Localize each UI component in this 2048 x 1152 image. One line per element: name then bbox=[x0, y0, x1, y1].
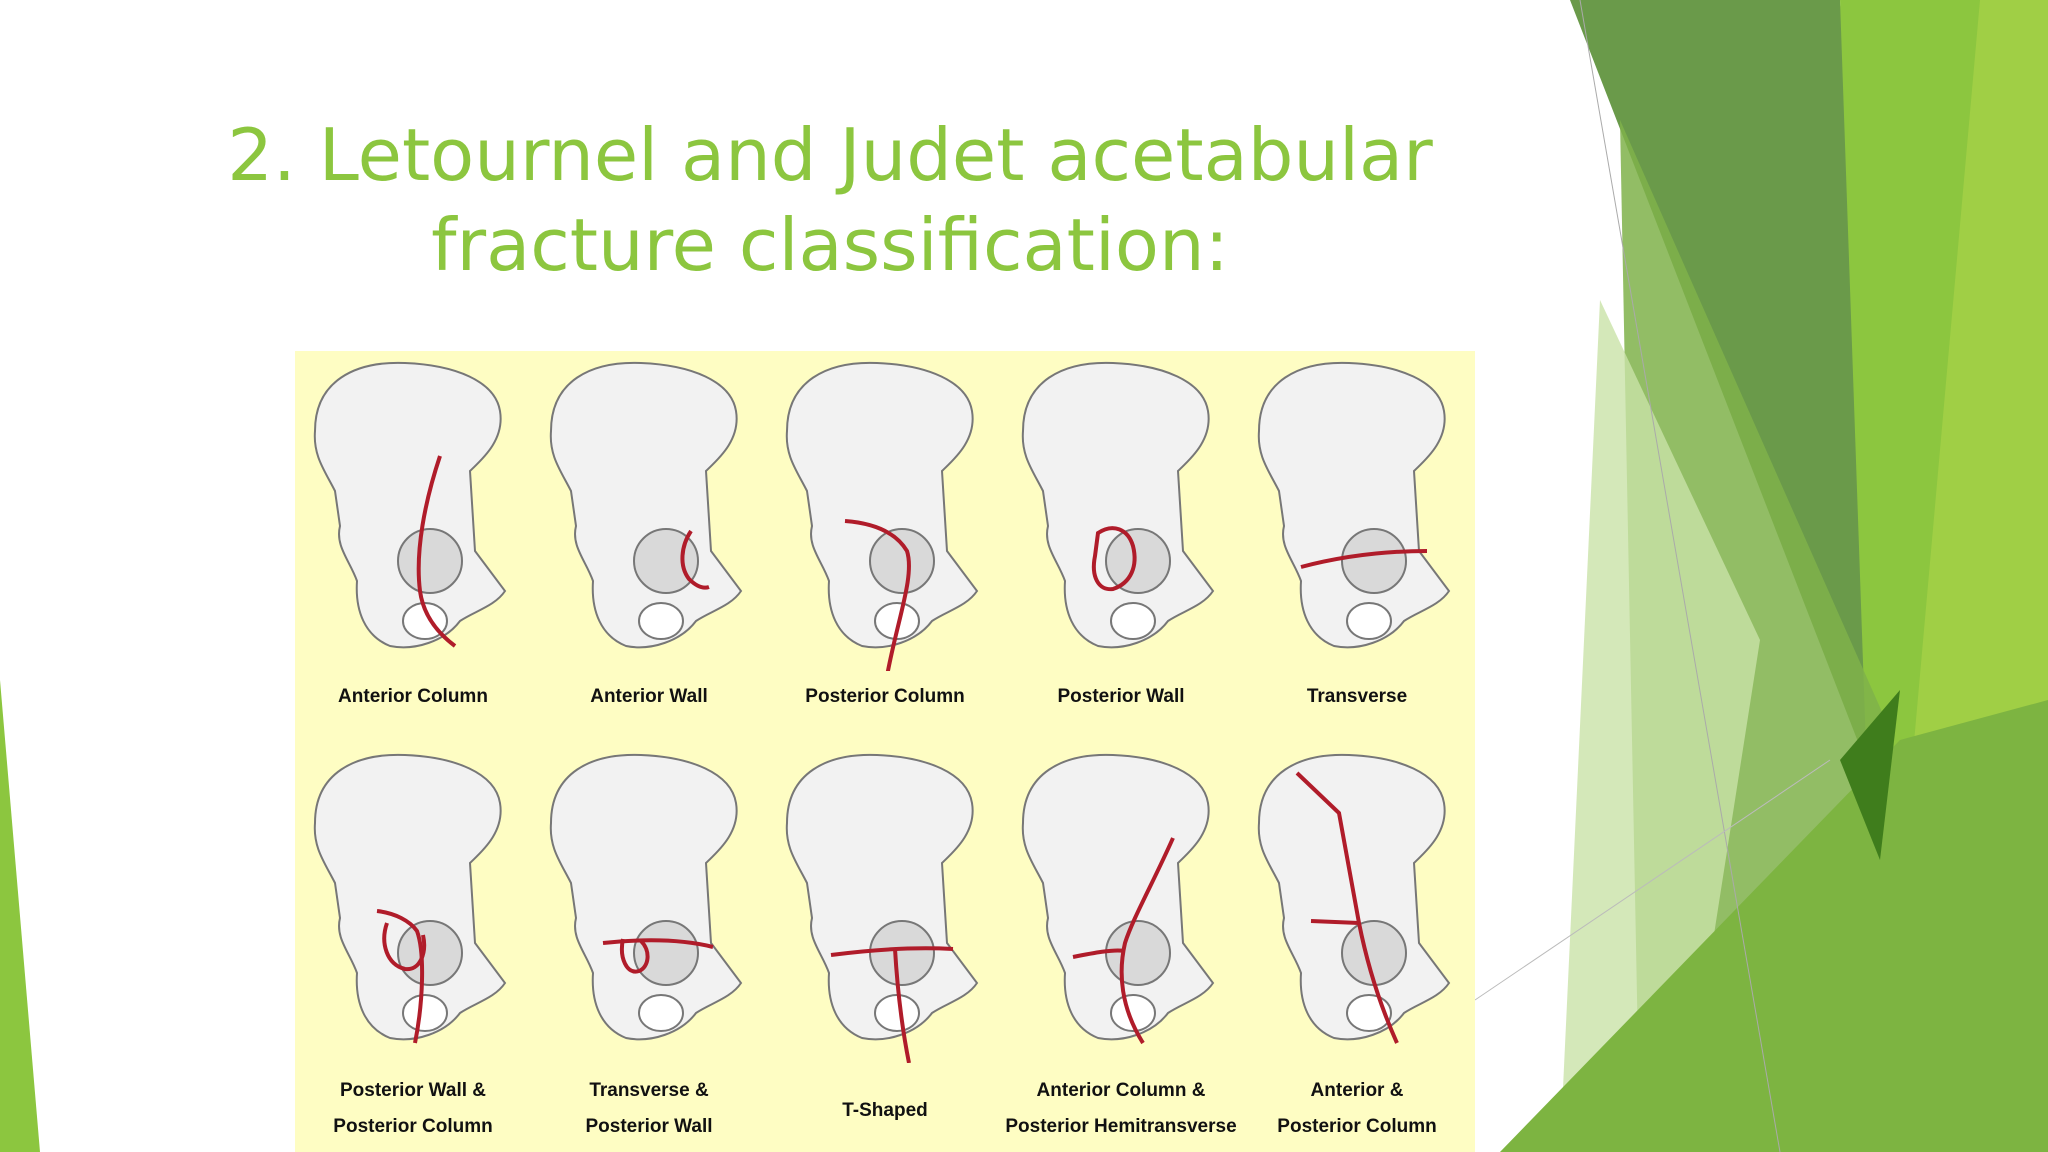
fracture-line bbox=[1311, 921, 1359, 923]
left-green-sliver bbox=[0, 680, 40, 1152]
fracture-classification-figure: Anterior Column Anterior Wall Posterior … bbox=[295, 351, 1475, 1152]
pelvis-illustration bbox=[295, 743, 531, 1063]
diagram-label: T-Shaped bbox=[767, 1093, 1003, 1129]
pelvis-illustration bbox=[1003, 351, 1239, 671]
slide-title: 2. Letournel and Judet acetabular fractu… bbox=[180, 110, 1480, 290]
slide-title-line-1: 2. Letournel and Judet acetabular bbox=[180, 110, 1480, 200]
pelvis-illustration bbox=[1239, 351, 1475, 671]
diagram-anterior-wall: Anterior Wall bbox=[531, 351, 767, 731]
pelvis-illustration bbox=[767, 351, 1003, 671]
diagram-label-line-2: Posterior Column bbox=[295, 1109, 531, 1145]
diagram-label-line-2: Posterior Hemitransverse bbox=[1003, 1109, 1239, 1145]
diagram-anterior-column: Anterior Column bbox=[295, 351, 531, 731]
diagram-label-line-1: Anterior Column & bbox=[1003, 1073, 1239, 1109]
diagram-posterior-wall: Posterior Wall bbox=[1003, 351, 1239, 731]
diagram-posterior-column: Posterior Column bbox=[767, 351, 1003, 731]
slide-title-line-2: fracture classification: bbox=[180, 200, 1480, 290]
diagram-label-line-2: Posterior Column bbox=[1239, 1109, 1475, 1145]
pelvis-illustration bbox=[767, 743, 1003, 1063]
pelvis-illustration bbox=[295, 351, 531, 671]
diagram-label: Transverse bbox=[1239, 679, 1475, 715]
diagram-label-line-2: Posterior Wall bbox=[531, 1109, 767, 1145]
diagram-label-line-1: Anterior & bbox=[1239, 1073, 1475, 1109]
pelvis-illustration bbox=[1239, 743, 1475, 1063]
diagram-posterior-wall-and-posterior-column: Posterior Wall & Posterior Column bbox=[295, 743, 531, 1152]
diagram-transverse: Transverse bbox=[1239, 351, 1475, 731]
diagram-label: Anterior Column bbox=[295, 679, 531, 715]
diagram-label-line-1: Posterior Wall & bbox=[295, 1073, 531, 1109]
diagram-anterior-and-posterior-column: Anterior & Posterior Column bbox=[1239, 743, 1475, 1152]
diagram-label: Posterior Column bbox=[767, 679, 1003, 715]
diagram-label-line-1: Transverse & bbox=[531, 1073, 767, 1109]
diagram-t-shaped: T-Shaped bbox=[767, 743, 1003, 1152]
pelvis-illustration bbox=[1003, 743, 1239, 1063]
pelvis-illustration bbox=[531, 743, 767, 1063]
diagram-transverse-and-posterior-wall: Transverse & Posterior Wall bbox=[531, 743, 767, 1152]
diagram-label: Posterior Wall bbox=[1003, 679, 1239, 715]
diagram-anterior-column-and-posterior-hemitransverse: Anterior Column & Posterior Hemitransver… bbox=[1003, 743, 1239, 1152]
diagram-label: Anterior Wall bbox=[531, 679, 767, 715]
pelvis-illustration bbox=[531, 351, 767, 671]
